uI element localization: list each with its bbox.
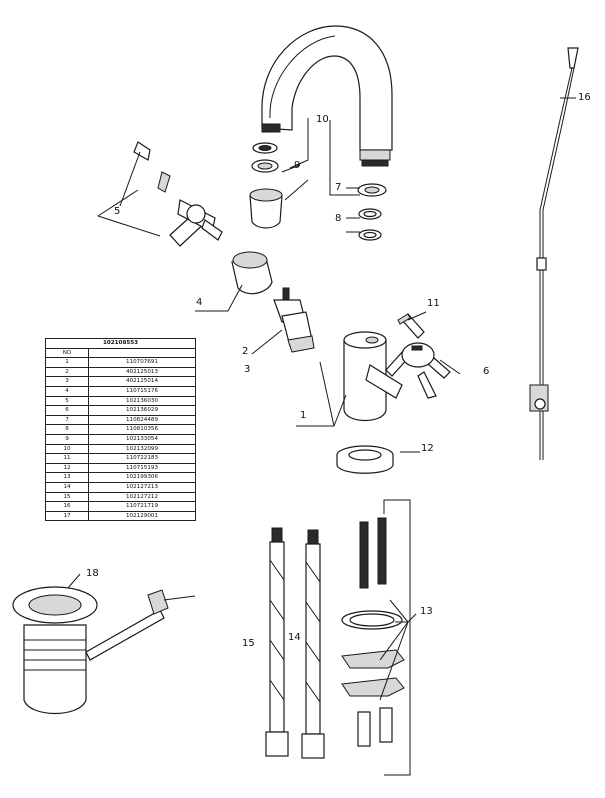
callout-1: 1 xyxy=(300,410,306,421)
part-number-cell: 4 xyxy=(45,385,89,397)
callout-6: 6 xyxy=(483,366,489,377)
part-code-cell: 102199306 xyxy=(88,472,196,483)
callout-11: 11 xyxy=(427,298,440,309)
part-code-cell: 402125014 xyxy=(88,376,196,387)
fixing-kit-part-13 xyxy=(341,517,405,747)
part-code-cell: 110824489 xyxy=(88,414,196,426)
part-number-cell: 5 xyxy=(45,395,89,407)
part-number-cell: 2 xyxy=(45,366,89,378)
part-code-cell: 110715176 xyxy=(88,385,196,397)
callout-8: 8 xyxy=(335,213,341,224)
parts-table-header-no: NO xyxy=(45,347,89,359)
part-number-cell: 13 xyxy=(45,472,89,483)
grub-screw-part-11 xyxy=(397,313,411,325)
callout-2: 2 xyxy=(242,346,248,357)
callout-4: 4 xyxy=(196,297,202,308)
callout-18: 18 xyxy=(86,568,99,579)
leader-lines xyxy=(67,97,576,776)
pop-up-rod-part-16 xyxy=(529,47,579,460)
part-number-cell: 1 xyxy=(45,357,89,368)
part-code-cell: 102127213 xyxy=(88,481,196,493)
cartridge-part-2-3 xyxy=(273,287,315,353)
part-number-cell: 17 xyxy=(45,510,89,522)
part-code-cell: 102127212 xyxy=(88,491,196,503)
part-code-cell: 110722183 xyxy=(88,453,196,464)
parts-table-header-code xyxy=(88,347,196,359)
callout-10: 10 xyxy=(316,114,329,125)
callout-14: 14 xyxy=(288,632,301,643)
callout-7: 7 xyxy=(335,182,341,193)
callout-15: 15 xyxy=(242,638,255,649)
waste-drain-part-18 xyxy=(12,586,196,715)
part-code-cell: 102133054 xyxy=(88,433,196,445)
part-number-cell: 16 xyxy=(45,501,89,512)
callout-3: 3 xyxy=(244,364,250,375)
part-number-cell: 8 xyxy=(45,424,89,435)
callout-12: 12 xyxy=(421,443,434,454)
o-rings-part-8 xyxy=(358,208,382,241)
aerator-part-9 xyxy=(249,142,283,229)
callout-9: 9 xyxy=(294,160,300,171)
part-number-cell: 9 xyxy=(45,433,89,445)
part-number-cell: 11 xyxy=(45,453,89,464)
parts-table-title: 102108553 xyxy=(45,338,196,349)
clip-part-7 xyxy=(357,183,387,197)
part-number-cell: 10 xyxy=(45,443,89,455)
part-code-cell: 110721719 xyxy=(88,501,196,512)
part-code-cell: 102132099 xyxy=(88,443,196,455)
part-number-cell: 3 xyxy=(45,376,89,387)
part-code-cell: 110715193 xyxy=(88,462,196,474)
gasket-part-12 xyxy=(336,445,394,474)
part-code-cell: 102129001 xyxy=(88,510,196,522)
body-part-1 xyxy=(343,331,403,421)
part-code-cell: 110810356 xyxy=(88,424,196,435)
lever-handle-part-5 xyxy=(133,141,223,247)
spout-part-10 xyxy=(261,25,393,167)
part-number-cell: 6 xyxy=(45,405,89,416)
callout-5: 5 xyxy=(114,206,120,217)
part-number-cell: 14 xyxy=(45,481,89,493)
hose-part-15 xyxy=(265,527,289,757)
part-code-cell: 110707691 xyxy=(88,357,196,368)
part-number-cell: 12 xyxy=(45,462,89,474)
part-number-cell: 15 xyxy=(45,491,89,503)
part-code-cell: 102136030 xyxy=(88,395,196,407)
callout-labels: 10 9 7 8 5 4 2 3 11 6 1 12 16 18 15 14 1… xyxy=(86,92,591,649)
part-code-cell: 402125013 xyxy=(88,366,196,378)
callout-13: 13 xyxy=(420,606,433,617)
part-number-cell: 7 xyxy=(45,414,89,426)
hose-part-14 xyxy=(301,529,325,759)
cap-part-4 xyxy=(231,251,273,295)
part-code-cell: 102136029 xyxy=(88,405,196,416)
callout-16: 16 xyxy=(578,92,591,103)
